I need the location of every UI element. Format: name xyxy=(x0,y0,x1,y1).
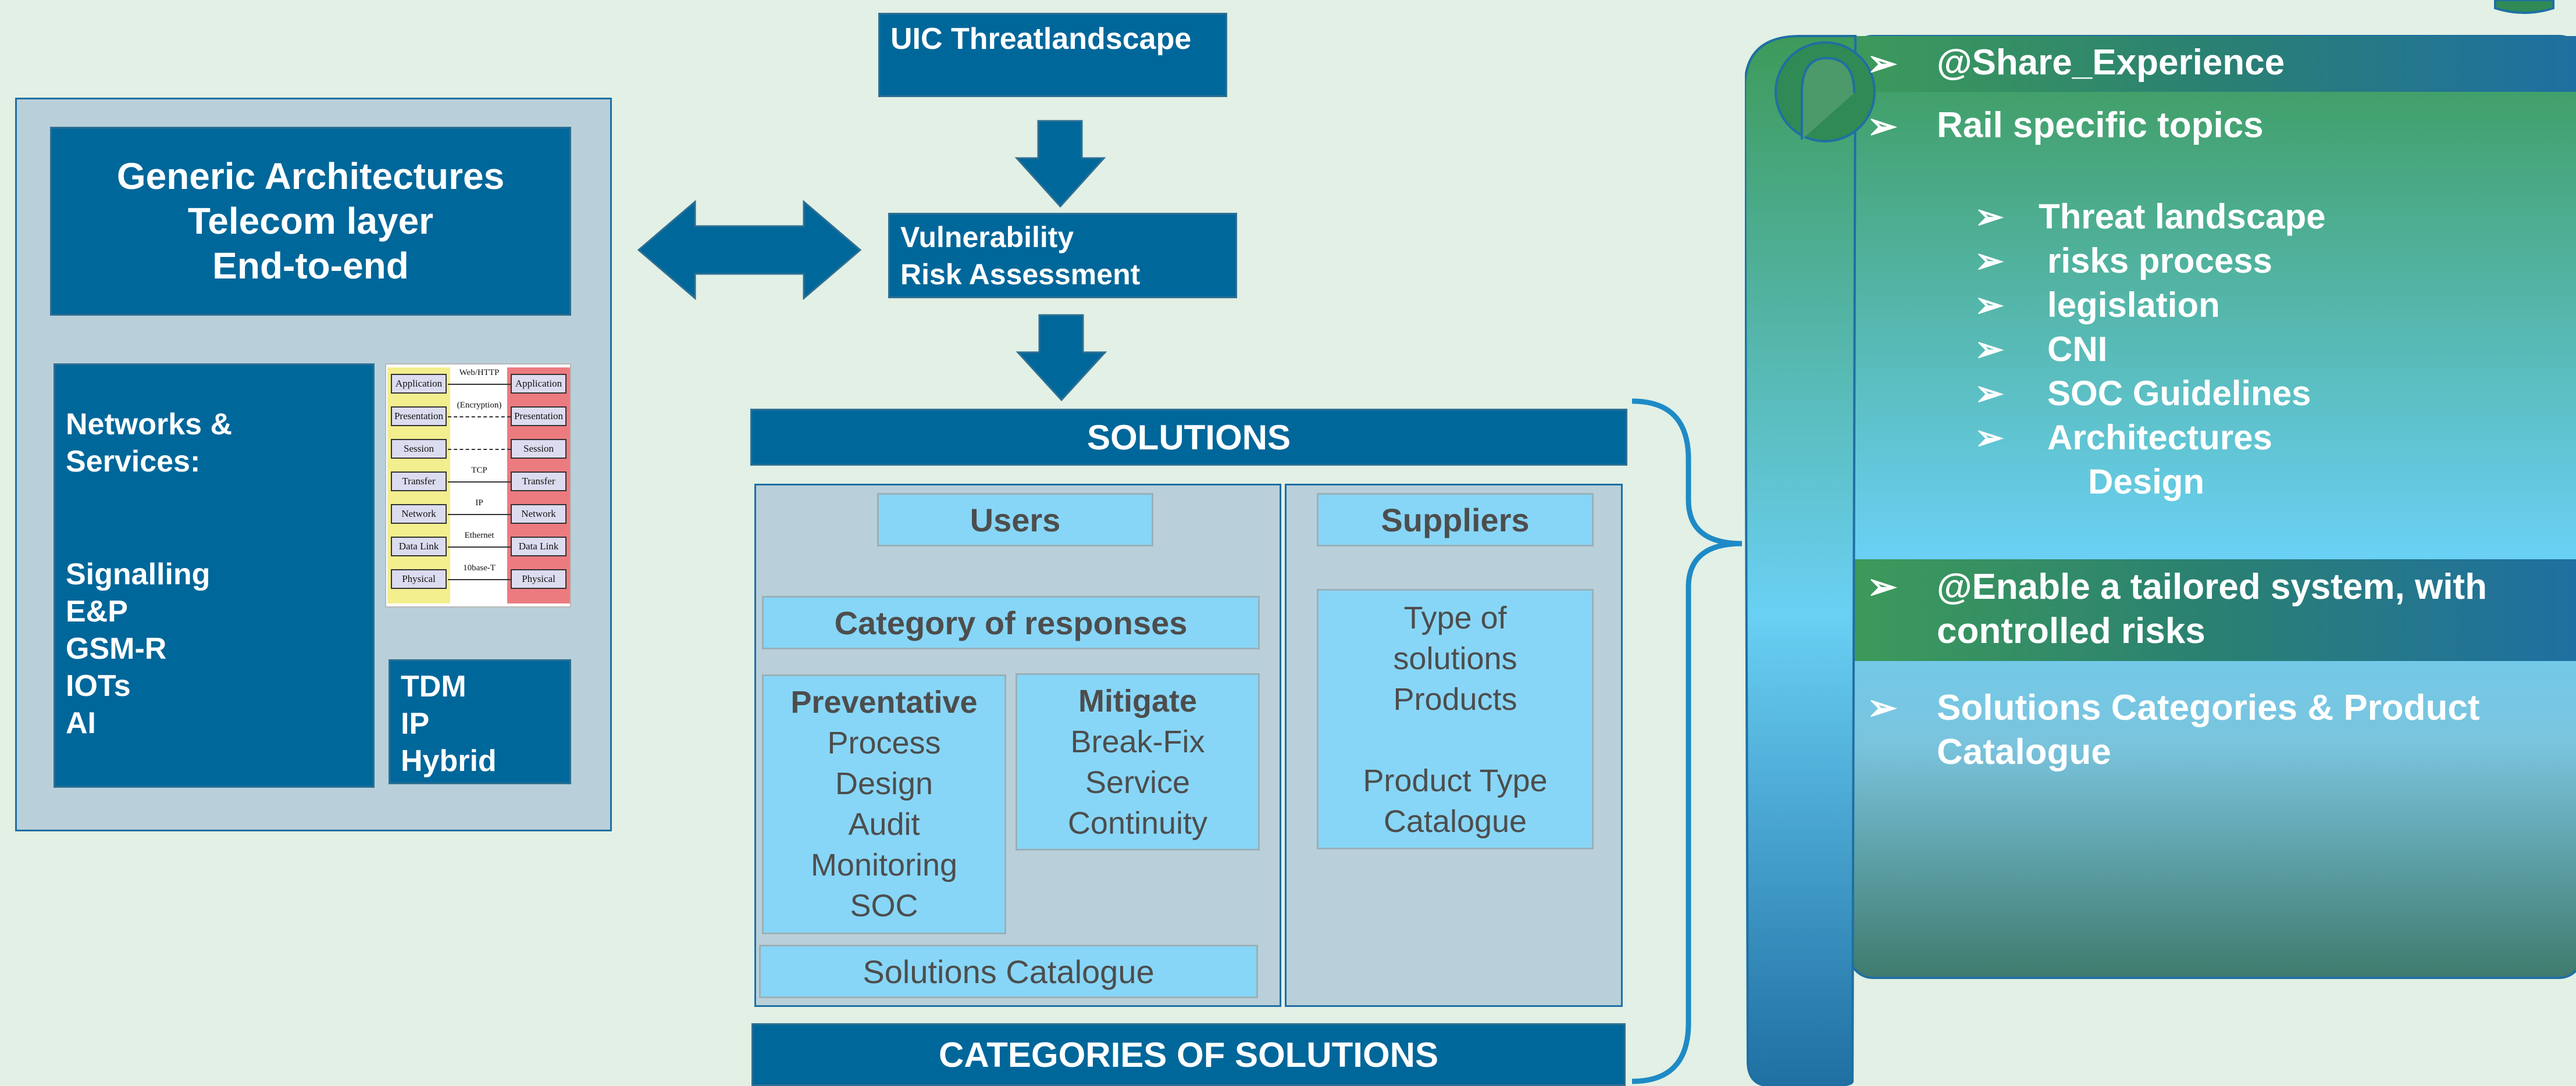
mitigate-box: Mitigate Break-Fix Service Continuity xyxy=(1016,673,1260,851)
down-arrow-1 xyxy=(1014,120,1106,208)
mitigate-item: Continuity xyxy=(1067,806,1208,841)
solutions-catalogue: Solutions Catalogue xyxy=(759,945,1258,998)
osi-protocol-label: TCP xyxy=(471,465,487,475)
scroll-topics-list: ➢ Threat landscape ➢ risks process ➢ legisl… xyxy=(1975,195,2556,504)
bullet-icon: ➢ xyxy=(1975,330,2004,369)
mitigate-item: Service xyxy=(1085,765,1191,800)
transport-item: TDM xyxy=(401,670,466,703)
network-item: AI xyxy=(66,706,96,740)
osi-link-line xyxy=(448,481,511,483)
scroll-banner xyxy=(1745,0,2576,1086)
topic-item: CNI xyxy=(2047,330,2108,369)
bullet-icon: ➢ xyxy=(1975,285,2004,324)
osi-protocol-label: 10base-T xyxy=(463,563,496,573)
osi-model-diagram: Application Application Web/HTTP Presentati… xyxy=(385,363,571,608)
osi-link-line xyxy=(448,514,511,515)
osi-layer-left: Application xyxy=(391,374,447,394)
network-item: Signalling xyxy=(66,558,211,591)
scroll-rail-topics: ➢Rail specific topics xyxy=(1867,105,2264,147)
osi-link-line xyxy=(448,416,511,417)
osi-layer-left: Transfer xyxy=(391,471,447,491)
osi-layer-right: Transfer xyxy=(511,471,566,491)
suppliers-title: Suppliers xyxy=(1317,493,1594,546)
category-of-responses: Category of responses xyxy=(762,596,1260,649)
bullet-icon: ➢ xyxy=(1867,106,1897,147)
architecture-title-box: Generic Architectures Telecom layer End-… xyxy=(50,127,571,316)
bullet-icon: ➢ xyxy=(1867,688,1897,728)
osi-layer-left: Session xyxy=(391,439,447,459)
osi-layer-left: Network xyxy=(391,504,447,524)
osi-link-line xyxy=(448,579,511,580)
osi-protocol-label: Web/HTTP xyxy=(459,367,500,377)
topic-item: Architectures xyxy=(2047,418,2272,457)
transport-item: IP xyxy=(401,707,430,741)
bullet-icon: ➢ xyxy=(1975,241,2004,280)
osi-protocol-label: (Encryption) xyxy=(457,400,502,410)
down-arrow-2 xyxy=(1016,314,1107,402)
transport-item: Hybrid xyxy=(401,744,497,778)
categories-footer: CATEGORIES OF SOLUTIONS xyxy=(751,1023,1626,1086)
solutions-brace xyxy=(1631,398,1743,1084)
networks-services-box: Networks & Services: Signalling E&P GSM-… xyxy=(54,363,375,788)
bullet-icon: ➢ xyxy=(1975,374,2004,413)
osi-layer-left: Presentation xyxy=(391,406,447,426)
preventative-item: SOC xyxy=(850,888,918,923)
osi-layer-right: Application xyxy=(511,374,566,394)
network-item: IOTs xyxy=(66,669,131,703)
solutions-header: SOLUTIONS xyxy=(750,409,1627,466)
osi-layer-right: Physical xyxy=(511,569,566,589)
preventative-item: Audit xyxy=(848,807,920,842)
preventative-item: Process xyxy=(827,726,941,760)
bullet-icon: ➢ xyxy=(1867,567,1897,607)
network-item: GSM-R xyxy=(66,632,167,666)
osi-layer-left: Data Link xyxy=(391,537,447,556)
preventative-item: Monitoring xyxy=(810,848,958,883)
scroll-share: ➢@Share_Experience xyxy=(1867,42,2285,84)
topic-item: SOC Guidelines xyxy=(2047,374,2311,413)
supplier-types-box: Type of solutions Products Product Type … xyxy=(1317,589,1594,849)
osi-link-line xyxy=(448,449,511,450)
network-item: E&P xyxy=(66,595,128,628)
bullet-icon: ➢ xyxy=(1975,418,2004,457)
osi-link-line xyxy=(448,546,511,548)
osi-protocol-label: Ethernet xyxy=(464,530,494,540)
osi-layer-right: Session xyxy=(511,439,566,459)
preventative-box: Preventative Process Design Audit Monito… xyxy=(762,674,1006,934)
mitigate-item: Break-Fix xyxy=(1070,724,1205,759)
uic-threatlandscape-box: UIC Threatlandscape xyxy=(878,13,1227,97)
transport-box: TDM IP Hybrid xyxy=(389,659,571,784)
double-arrow xyxy=(637,199,862,301)
topic-item: risks process xyxy=(2047,241,2272,280)
osi-layer-left: Physical xyxy=(391,569,447,589)
bullet-icon: ➢ xyxy=(1975,197,2004,236)
preventative-item: Design xyxy=(835,766,934,801)
bullet-icon: ➢ xyxy=(1867,44,1897,84)
osi-link-line xyxy=(448,384,511,385)
osi-protocol-label: IP xyxy=(475,498,483,508)
osi-layer-right: Network xyxy=(511,504,566,524)
topic-continuation: Design xyxy=(2088,462,2205,501)
vulnerability-box: Vulnerability Risk Assessment xyxy=(888,213,1237,298)
topic-item: legislation xyxy=(2047,285,2220,324)
osi-layer-right: Data Link xyxy=(511,537,566,556)
topic-item: Threat landscape xyxy=(2039,197,2326,236)
osi-layer-right: Presentation xyxy=(511,406,566,426)
users-title: Users xyxy=(877,493,1153,546)
